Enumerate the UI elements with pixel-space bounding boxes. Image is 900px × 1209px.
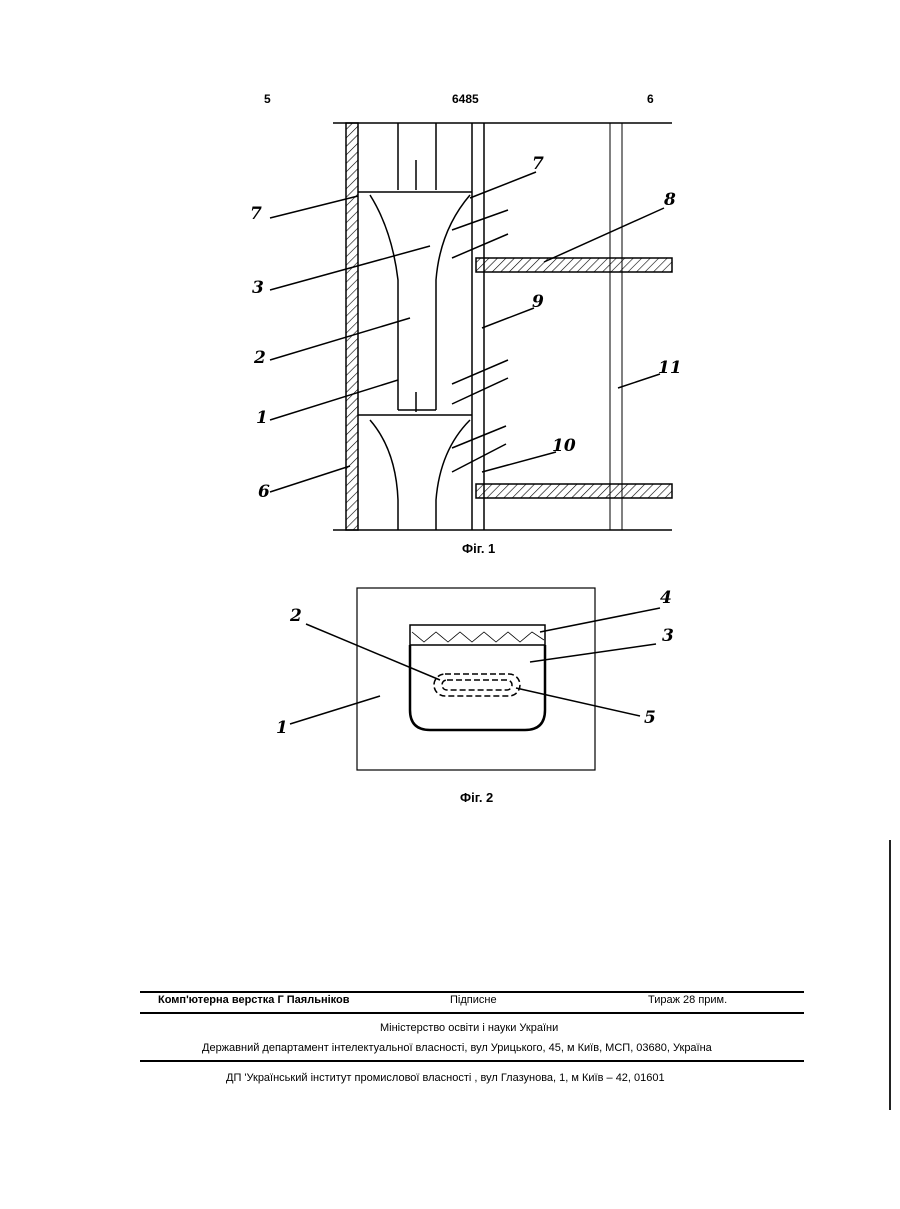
- imprint-top-rule: [140, 991, 804, 993]
- figure-1-caption: Фіг. 1: [462, 541, 495, 556]
- fig1-label-7-left: 7: [250, 204, 262, 224]
- imprint-bottom-rule: [140, 1060, 804, 1062]
- typesetting-credit: Комп'ютерна верстка Г Паяльніков: [158, 994, 350, 1006]
- institute-address: ДП 'Український інститут промислової вла…: [226, 1072, 665, 1084]
- fig1-label-11: 11: [658, 358, 682, 378]
- figure-2-caption: Фіг. 2: [460, 790, 493, 805]
- figure-1-drawing: [0, 0, 900, 560]
- fig1-label-9: 9: [532, 292, 544, 312]
- fig2-label-5: 5: [644, 708, 656, 728]
- fig1-label-2: 2: [254, 348, 266, 368]
- scan-edge-mark: [889, 840, 891, 1110]
- department-address: Державний департамент інтелектуальної вл…: [202, 1042, 712, 1054]
- fig1-label-6: 6: [258, 482, 270, 502]
- fig2-label-1: 1: [276, 718, 288, 738]
- signed-note: Підписне: [450, 994, 497, 1006]
- figure-2-drawing: [0, 570, 900, 780]
- imprint-middle-rule: [140, 1012, 804, 1014]
- ministry-name: Міністерство освіти і науки України: [380, 1022, 558, 1034]
- fig1-label-7-right: 7: [532, 154, 544, 174]
- fig2-label-2: 2: [290, 606, 302, 626]
- fig1-label-1: 1: [256, 408, 268, 428]
- fig1-label-3: 3: [252, 278, 264, 298]
- fig2-label-4: 4: [660, 588, 672, 608]
- fig1-label-10: 10: [552, 436, 576, 456]
- fig1-label-8: 8: [664, 190, 676, 210]
- fig2-label-3: 3: [662, 626, 674, 646]
- circulation-note: Тираж 28 прим.: [648, 994, 727, 1006]
